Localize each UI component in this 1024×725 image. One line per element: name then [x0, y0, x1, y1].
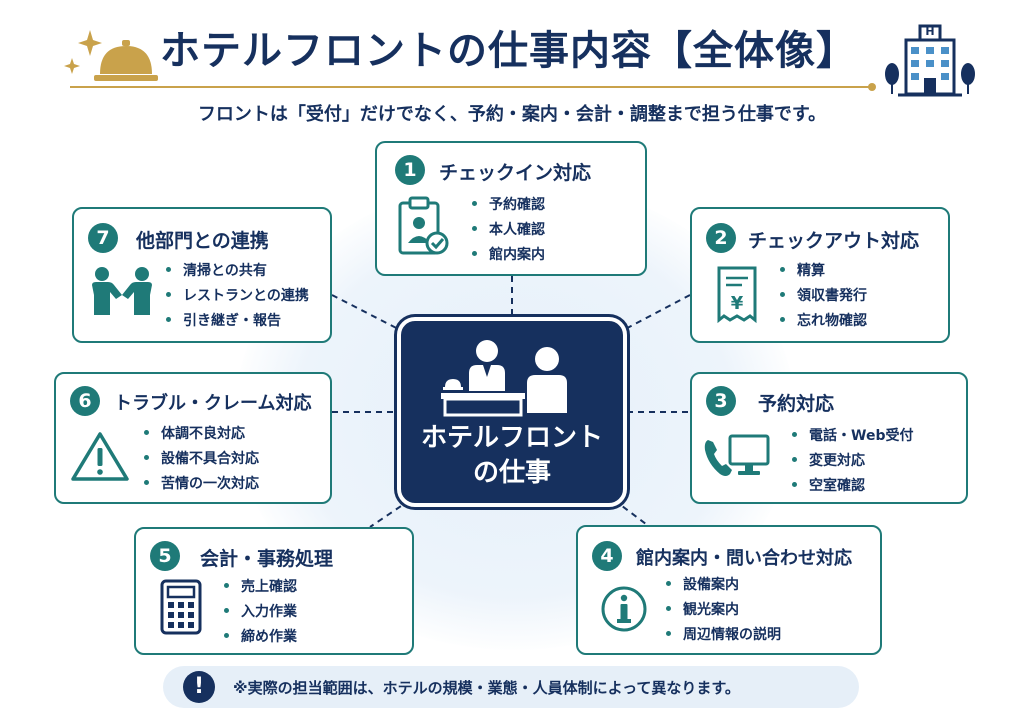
card-check-in: 1 チェックイン対応 予約確認 本人確認 館内案内 — [375, 141, 647, 276]
list-item: 観光案内 — [666, 598, 781, 623]
card-number-badge: 6 — [70, 386, 100, 416]
list-item: 締め作業 — [224, 625, 297, 650]
card-coordination: 7 他部門との連携 清掃との共有 レストランとの連携 引き継ぎ・報告 — [72, 207, 332, 343]
card-number-badge: 3 — [706, 386, 736, 416]
card-title: チェックアウト対応 — [748, 230, 920, 252]
card-title: 会計・事務処理 — [200, 548, 334, 570]
calculator-icon — [160, 579, 202, 635]
card-item-list: 設備案内 観光案内 周辺情報の説明 — [666, 573, 781, 648]
center-title-line2: の仕事 — [472, 458, 551, 488]
title-underline-dot — [868, 83, 876, 91]
card-number-badge: 2 — [706, 223, 736, 253]
card-trouble: 6 トラブル・クレーム対応 体調不良対応 設備不具合対応 苦情の一次対応 — [54, 372, 332, 504]
list-item: 本人確認 — [472, 218, 545, 243]
page-subtitle: フロントは「受付」だけでなく、予約・案内・会計・調整まで担う仕事です。 — [197, 104, 827, 125]
sparkle-icon — [64, 30, 102, 74]
card-check-out: 2 チェックアウト対応 ¥ 精算 領収書発行 忘れ物確認 — [690, 207, 950, 343]
card-item-list: 予約確認 本人確認 館内案内 — [472, 193, 545, 268]
card-accounting: 5 会計・事務処理 売上確認 入力作業 締め作業 — [134, 527, 414, 655]
exclamation-icon: ! — [183, 671, 215, 703]
svg-text:¥: ¥ — [731, 293, 744, 314]
center-title-line1: ホテルフロント — [420, 423, 603, 453]
card-item-list: 体調不良対応 設備不具合対応 苦情の一次対応 — [144, 422, 259, 497]
list-item: 設備不具合対応 — [144, 447, 259, 472]
list-item: 忘れ物確認 — [780, 309, 867, 334]
card-title: 予約対応 — [758, 393, 835, 415]
bell-icon — [94, 40, 158, 81]
footnote-text: ※実際の担当範囲は、ホテルの規模・業態・人員体制によって異なります。 — [233, 679, 740, 697]
footnote-bar: ! ※実際の担当範囲は、ホテルの規模・業態・人員体制によって異なります。 — [163, 666, 859, 708]
page-title: ホテルフロントの仕事内容【全体像】 — [160, 28, 857, 74]
list-item: 精算 — [780, 259, 867, 284]
list-item: 電話・Web受付 — [792, 424, 913, 449]
card-guest-info: 4 館内案内・問い合わせ対応 設備案内 観光案内 周辺情報の説明 — [576, 525, 882, 655]
clipboard-person-icon — [398, 196, 449, 255]
card-item-list: 売上確認 入力作業 締め作業 — [224, 575, 297, 650]
list-item: 設備案内 — [666, 573, 781, 598]
list-item: 引き継ぎ・報告 — [166, 309, 309, 334]
list-item: 変更対応 — [792, 449, 913, 474]
card-title: 他部門との連携 — [136, 230, 269, 252]
card-title: トラブル・クレーム対応 — [114, 393, 312, 414]
list-item: 周辺情報の説明 — [666, 623, 781, 648]
handshake-icon — [92, 267, 152, 315]
phone-computer-icon — [704, 434, 770, 476]
list-item: 館内案内 — [472, 243, 545, 268]
info-icon — [601, 586, 647, 632]
list-item: 苦情の一次対応 — [144, 472, 259, 497]
center-title: ホテルフロント の仕事 — [401, 421, 623, 491]
warning-icon — [71, 432, 129, 481]
card-item-list: 精算 領収書発行 忘れ物確認 — [780, 259, 867, 334]
card-title: 館内案内・問い合わせ対応 — [636, 548, 852, 569]
list-item: 売上確認 — [224, 575, 297, 600]
list-item: 領収書発行 — [780, 284, 867, 309]
list-item: 予約確認 — [472, 193, 545, 218]
card-title: チェックイン対応 — [439, 162, 592, 184]
front-desk-staff-icon — [441, 340, 567, 417]
card-number-badge: 1 — [395, 155, 425, 185]
receipt-yen-icon: ¥ — [717, 266, 757, 324]
hotel-building-icon — [885, 24, 975, 97]
card-number-badge: 7 — [88, 223, 118, 253]
card-item-list: 清掃との共有 レストランとの連携 引き継ぎ・報告 — [166, 259, 309, 334]
list-item: 清掃との共有 — [166, 259, 309, 284]
card-item-list: 電話・Web受付 変更対応 空室確認 — [792, 424, 913, 499]
card-reservation: 3 予約対応 電話・Web受付 変更対応 空室確認 — [690, 372, 968, 504]
title-underline — [70, 86, 870, 88]
list-item: 体調不良対応 — [144, 422, 259, 447]
card-number-badge: 5 — [150, 541, 180, 571]
list-item: 空室確認 — [792, 474, 913, 499]
list-item: 入力作業 — [224, 600, 297, 625]
hotel-sign-letter: H — [925, 25, 935, 38]
card-number-badge: 4 — [592, 541, 622, 571]
list-item: レストランとの連携 — [166, 284, 309, 309]
center-hub: ホテルフロント の仕事 — [397, 317, 627, 507]
